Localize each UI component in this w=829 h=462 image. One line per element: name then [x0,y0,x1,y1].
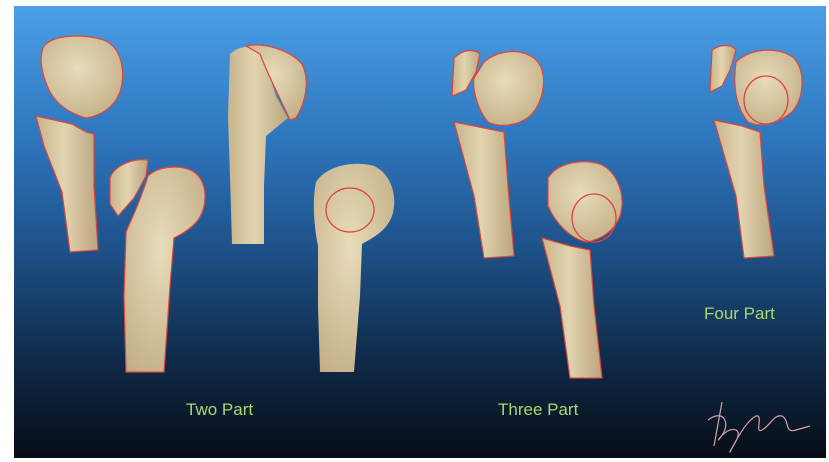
shaft-fragment [542,238,602,378]
two-part-bone-greater-tuberosity-split [110,160,205,372]
two-part-bone-anatomic-neck [228,45,306,244]
four-part-bone [710,46,802,259]
slide-canvas: Two Part Three Part Four Part [14,6,826,458]
shaft-fragment [454,122,514,258]
shaft-fragment [36,116,98,252]
three-part-bone-upper [452,51,544,258]
three-part-bone-lower [542,162,622,378]
label-four-part: Four Part [704,304,775,324]
shaft-fragment [714,120,774,258]
two-part-bone-head-split [314,164,394,372]
head-fragment [735,50,802,125]
head-fragment [41,36,122,118]
fracture-diagram [14,6,826,458]
tuberosity-fragment [710,46,736,93]
head-shaft-fragment [124,167,205,372]
signature [708,402,810,452]
two-part-bone-surgical-neck [36,36,123,252]
label-three-part: Three Part [498,400,578,420]
head-fragment [474,52,544,126]
proximal-humerus [314,164,394,372]
label-two-part: Two Part [186,400,253,420]
